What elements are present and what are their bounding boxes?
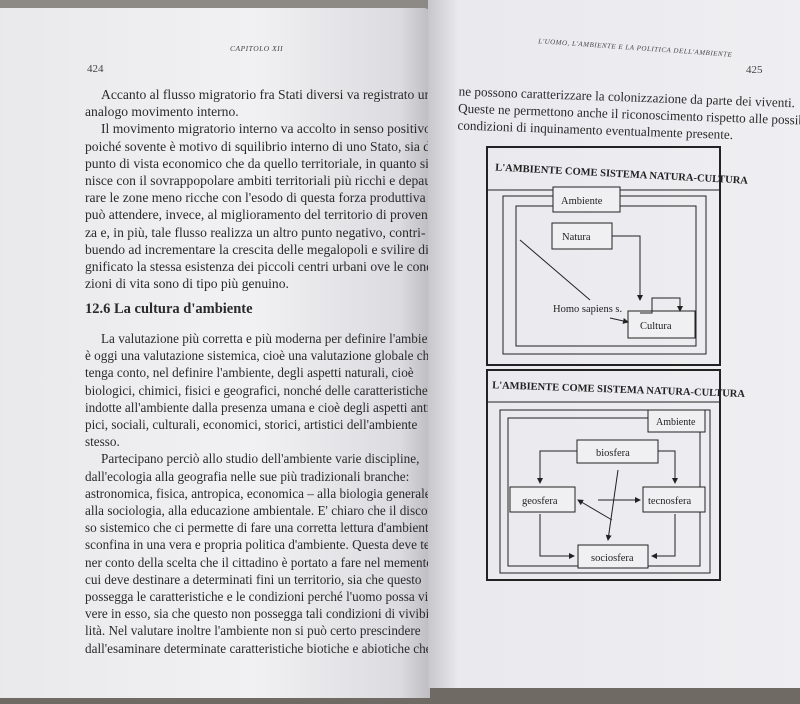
text-line: rare le zone meno ricche con l'esodo di … <box>85 190 448 206</box>
diagram-sfere <box>486 369 721 581</box>
text-line: tenga conto, nel definire l'ambiente, de… <box>85 365 414 381</box>
text-line: dall'ecologia alla geografia nelle sue p… <box>85 468 410 484</box>
text-line: nisce con il sovrappopolare ambiti terri… <box>85 173 449 189</box>
text-line: ner conto della scelta che il cittadino … <box>85 554 447 570</box>
text-line: Partecipano perciò allo studio dell'ambi… <box>101 451 420 467</box>
text-line: so sistemico che ci permette di fare una… <box>85 520 435 536</box>
text-block-2: La valutazione più corretta e più modern… <box>85 330 447 657</box>
text-line: Il movimento migratorio interno va accol… <box>101 121 431 137</box>
text-line: dall'esaminare determinate caratteristic… <box>85 640 432 656</box>
text-line: zioni di vita sono di tipo più genuino. <box>85 276 289 292</box>
text-line: indotte all'ambiente dalla presenza uman… <box>85 399 443 415</box>
text-line: biologici, chimici, fisici e geografici,… <box>85 382 428 398</box>
diagram2-title: L'AMBIENTE COME SISTEMA NATURA-CULTURA <box>492 380 746 400</box>
left-page: CAPITOLO XII 424 Accanto al flusso migra… <box>0 8 449 698</box>
node-ambiente: Ambiente <box>656 417 696 428</box>
text-line: può attendere, invece, al miglioramento … <box>85 207 449 223</box>
text-line: alla sociologia, alla educazione ambient… <box>85 503 437 519</box>
node-homo-sapiens: Homo sapiens s. <box>553 304 622 315</box>
text-line: buendo ad incrementare la crescita delle… <box>85 241 446 257</box>
text-line: La valutazione più corretta e più modern… <box>101 331 444 346</box>
text-line: cui deve destinare a determinati fini un… <box>85 571 422 587</box>
text-line: za e, in più, tale flusso realizza un al… <box>85 224 426 240</box>
node-sociosfera: sociosfera <box>591 553 634 564</box>
text-line: gnificato la stessa esistenza dei piccol… <box>85 259 442 275</box>
text-line: analogo movimento interno. <box>85 104 239 120</box>
diagram-natura-cultura <box>486 146 721 366</box>
text-block-1: Accanto al flusso migratorio fra Stati d… <box>85 86 449 292</box>
text-line: vere in esso, sia che questo non possegg… <box>85 606 434 622</box>
node-ambiente: Ambiente <box>561 196 603 207</box>
text-line: Accanto al flusso migratorio fra Stati d… <box>101 87 432 102</box>
node-natura: Natura <box>562 232 591 243</box>
text-line: pici, sociali, culturali, economici, sto… <box>85 417 418 433</box>
text-line: astronomica, fisica, antropica, economic… <box>85 485 434 501</box>
node-cultura: Cultura <box>640 321 672 332</box>
node-biosfera: biosfera <box>596 448 630 459</box>
node-geosfera: geosfera <box>522 496 558 507</box>
text-line: poiché sovente è motivo di squilibrio in… <box>85 138 440 154</box>
page-number: 424 <box>87 63 104 75</box>
text-line: sconfina in una vera e propria politica … <box>85 537 435 553</box>
section-heading: 12.6 La cultura d'ambiente <box>85 301 253 317</box>
text-line: lità. Nel valutare inoltre l'ambiente no… <box>85 623 421 639</box>
diagram1-title: L'AMBIENTE COME SISTEMA NATURA-CULTURA <box>495 163 749 187</box>
text-line: punto di vista economico che da quello t… <box>85 155 446 171</box>
text-line: possegga le caratteristiche e le condizi… <box>85 589 433 605</box>
page-number: 425 <box>746 64 763 76</box>
node-tecnosfera: tecnosfera <box>648 496 691 507</box>
text-line: stesso. <box>85 434 120 450</box>
text-line: è oggi una valutazione sistemica, cioè u… <box>85 348 436 364</box>
running-head: CAPITOLO XII <box>230 44 284 53</box>
